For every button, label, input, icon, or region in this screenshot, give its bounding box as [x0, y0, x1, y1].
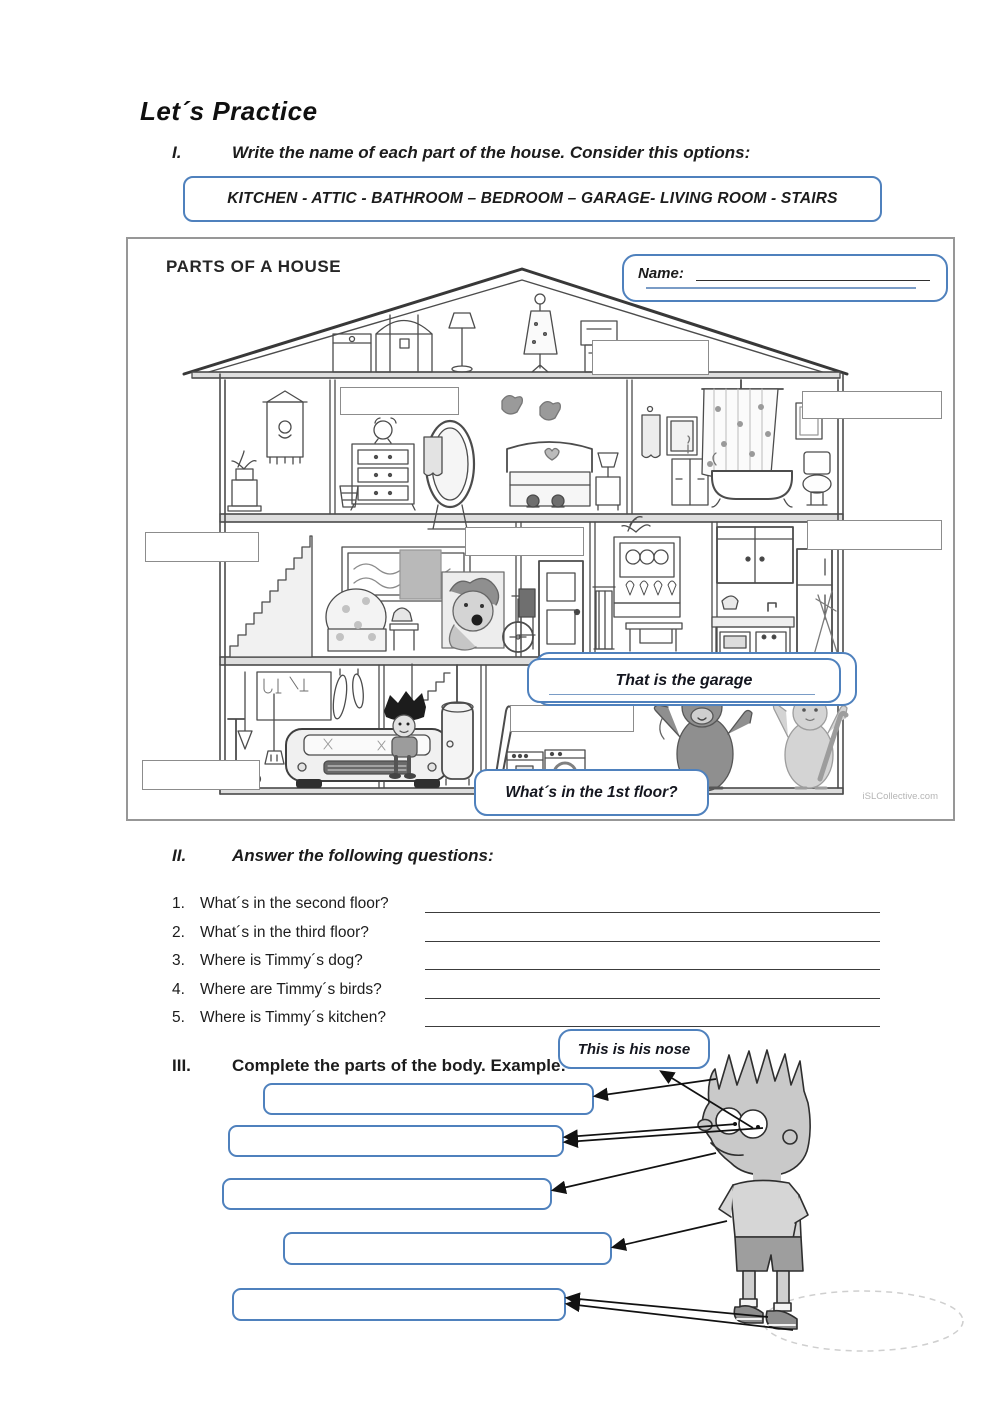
question-text: Where is Timmy´s dog?	[200, 952, 363, 969]
answer-line-5[interactable]	[425, 1026, 880, 1027]
question-number: 3.	[172, 952, 185, 969]
name-box[interactable]: Name:	[622, 254, 948, 302]
answer-line-2[interactable]	[425, 941, 880, 942]
label-box-kitchen[interactable]	[807, 520, 942, 550]
question-number: 4.	[172, 981, 185, 998]
page-title: Let´s Practice	[140, 96, 318, 126]
garage-bubble-text: That is the garage	[615, 671, 753, 689]
watermark: iSLCollective.com	[862, 791, 939, 802]
section2-numeral: II.	[172, 846, 187, 865]
label-box-hall[interactable]	[465, 527, 584, 556]
label-box-bathroom[interactable]	[802, 391, 942, 419]
question-number: 2.	[172, 924, 185, 941]
word-bank-box: KITCHEN - ATTIC - BATHROOM – BEDROOM – G…	[183, 176, 882, 222]
question-row: 4. Where are Timmy´s birds?	[0, 981, 1000, 1005]
section2-instruction: Answer the following questions:	[232, 846, 494, 865]
question-text: Where is Timmy´s kitchen?	[200, 1009, 387, 1026]
cartoon-boy-figure	[697, 1049, 964, 1352]
label-box-bedroom[interactable]	[340, 387, 459, 415]
question-row: 5. Where is Timmy´s kitchen?	[0, 1009, 1000, 1033]
question-number: 5.	[172, 1009, 185, 1026]
section3-numeral: III.	[172, 1056, 191, 1075]
body-part-box-eyes[interactable]	[228, 1125, 564, 1157]
name-answer-line[interactable]	[696, 280, 930, 281]
house-figure: PARTS OF A HOUSE Name: That is the garag…	[126, 237, 955, 821]
body-part-box-feet[interactable]	[232, 1288, 566, 1321]
nose-example-bubble: This is his nose	[558, 1029, 710, 1069]
figure-caption: PARTS OF A HOUSE	[166, 257, 342, 276]
section1-instruction: Write the name of each part of the house…	[232, 143, 751, 162]
name-label: Name:	[638, 265, 684, 282]
label-box-laundry[interactable]	[510, 705, 634, 732]
question-row: 1. What´s in the second floor?	[0, 895, 1000, 919]
answer-line-3[interactable]	[425, 969, 880, 970]
garage-bubble-underline	[549, 694, 815, 695]
label-box-garage[interactable]	[142, 760, 260, 790]
question-text: Where are Timmy´s birds?	[200, 981, 382, 998]
question-row: 3. Where is Timmy´s dog?	[0, 952, 1000, 976]
section3-instruction: Complete the parts of the body. Example:	[232, 1056, 567, 1075]
label-box-attic[interactable]	[592, 340, 709, 375]
question-text: What´s in the second floor?	[200, 895, 389, 912]
nose-bubble-text: This is his nose	[577, 1040, 691, 1058]
body-part-box-hand[interactable]	[283, 1232, 612, 1265]
answer-line-1[interactable]	[425, 912, 880, 913]
body-part-box-hair[interactable]	[263, 1083, 594, 1115]
answer-line-4[interactable]	[425, 998, 880, 999]
section1-numeral: I.	[172, 143, 182, 162]
garage-speech-bubble: That is the garage	[527, 658, 841, 703]
label-box-living-room[interactable]	[145, 532, 259, 562]
question-row: 2. What´s in the third floor?	[0, 924, 1000, 948]
first-floor-bubble-text: What´s in the 1st floor?	[505, 783, 678, 801]
name-underline-decoration	[646, 287, 916, 289]
first-floor-speech-bubble: What´s in the 1st floor?	[474, 769, 709, 816]
body-part-box-mouth[interactable]	[222, 1178, 552, 1210]
question-number: 1.	[172, 895, 185, 912]
question-text: What´s in the third floor?	[200, 924, 369, 941]
